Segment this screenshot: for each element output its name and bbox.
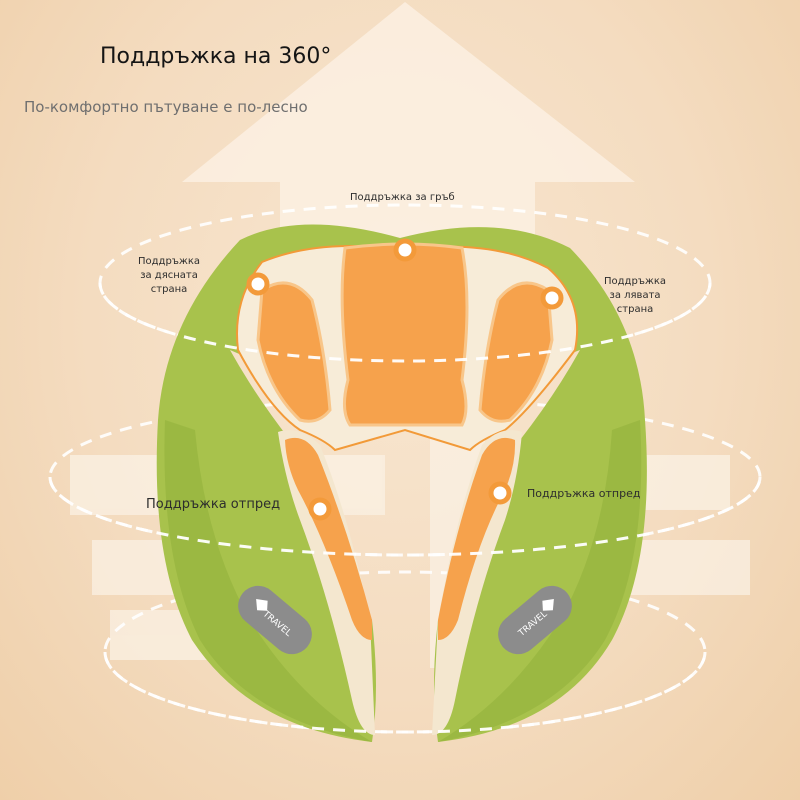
callout-front-left: Поддръжка отпред bbox=[146, 497, 281, 512]
pillow-shade-right bbox=[438, 420, 642, 742]
dot-front-right bbox=[488, 481, 512, 505]
pillow-shade-left bbox=[164, 420, 372, 742]
dot-back bbox=[393, 238, 417, 262]
callout-dots bbox=[246, 238, 564, 521]
left-side-cushion bbox=[478, 281, 554, 423]
travel-badge-left: TRAVEL bbox=[238, 585, 312, 655]
fox-logo-icon bbox=[256, 598, 268, 611]
callout-left-side: Поддръжка за лявата страна bbox=[604, 276, 667, 315]
back-cushion bbox=[340, 242, 469, 427]
dot-left-side bbox=[540, 286, 564, 310]
callout-right-side: Поддръжка за дясната страна bbox=[138, 256, 201, 295]
dot-front-left bbox=[308, 497, 332, 521]
callout-back: Поддръжка за гръб bbox=[350, 192, 455, 203]
front-strip-right bbox=[432, 430, 522, 735]
dashed-rings-front bbox=[48, 282, 762, 734]
page-subtitle: По-комфортно пътуване е по-лесно bbox=[24, 98, 308, 116]
front-cushion-left bbox=[285, 437, 372, 640]
fox-logo-icon bbox=[542, 598, 554, 611]
big-arrow-icon bbox=[182, 2, 635, 270]
callout-front-right: Поддръжка отпред bbox=[527, 487, 641, 500]
front-strip-left bbox=[278, 430, 375, 735]
right-side-cushion bbox=[256, 281, 332, 423]
dot-right-side bbox=[246, 272, 270, 296]
page-title: Поддръжка на 360° bbox=[100, 44, 332, 69]
travel-badge-right: TRAVEL bbox=[498, 585, 572, 655]
